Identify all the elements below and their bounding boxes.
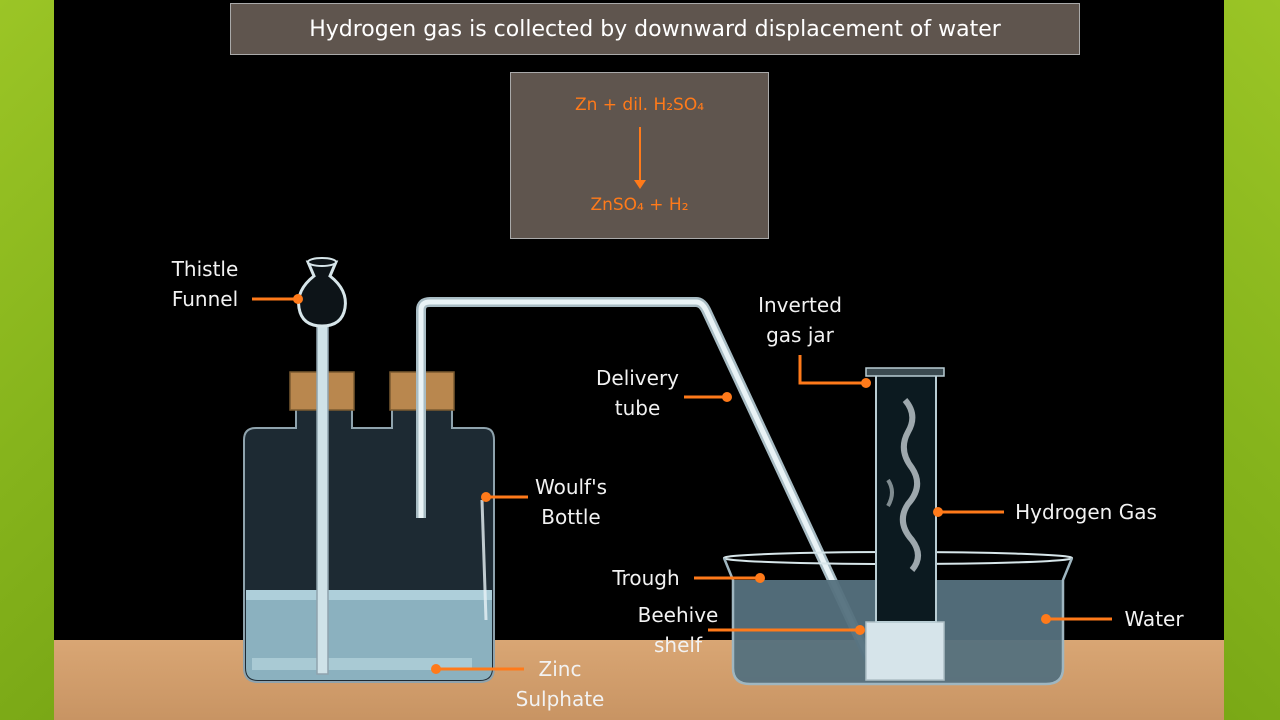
- zinc-sulphate-liquid: [246, 590, 492, 680]
- title-banner: Hydrogen gas is collected by downward di…: [230, 3, 1080, 55]
- reaction-arrow-icon: [634, 127, 646, 189]
- label-woulfs-bottle: Woulf's Bottle: [534, 475, 608, 529]
- label-delivery-tube: Delivery tube: [595, 366, 680, 420]
- beehive-shelf: [865, 621, 945, 681]
- leader-lines: [252, 297, 1112, 671]
- equation-reactants: Zn + dil. H₂SO₄: [574, 95, 705, 115]
- label-trough: Trough: [612, 566, 680, 590]
- label-thistle-funnel: Thistle Funnel: [171, 257, 239, 311]
- thistle-funnel: [297, 257, 347, 675]
- left-side-panel: [0, 0, 54, 720]
- woulfs-bottle: [243, 395, 495, 683]
- delivery-tube: [416, 297, 880, 675]
- label-hydrogen-gas: Hydrogen Gas: [1015, 500, 1157, 524]
- equation-products: ZnSO₄ + H₂: [590, 195, 689, 215]
- title-text: Hydrogen gas is collected by downward di…: [309, 16, 1001, 42]
- label-inverted-gas-jar: Inverted gas jar: [758, 293, 842, 347]
- hydrogen-gas-swirl: [899, 398, 921, 572]
- equation-box: Zn + dil. H₂SO₄ ZnSO₄ + H₂: [510, 72, 769, 239]
- label-zinc-sulphate: Zinc Sulphate: [515, 657, 605, 711]
- right-side-panel: [1224, 0, 1280, 720]
- label-water: Water: [1124, 607, 1184, 631]
- leader-dots: [293, 294, 1051, 674]
- label-beehive-shelf: Beehive shelf: [637, 603, 719, 657]
- zinc-granules: [252, 658, 472, 670]
- inverted-gas-jar: [865, 367, 945, 623]
